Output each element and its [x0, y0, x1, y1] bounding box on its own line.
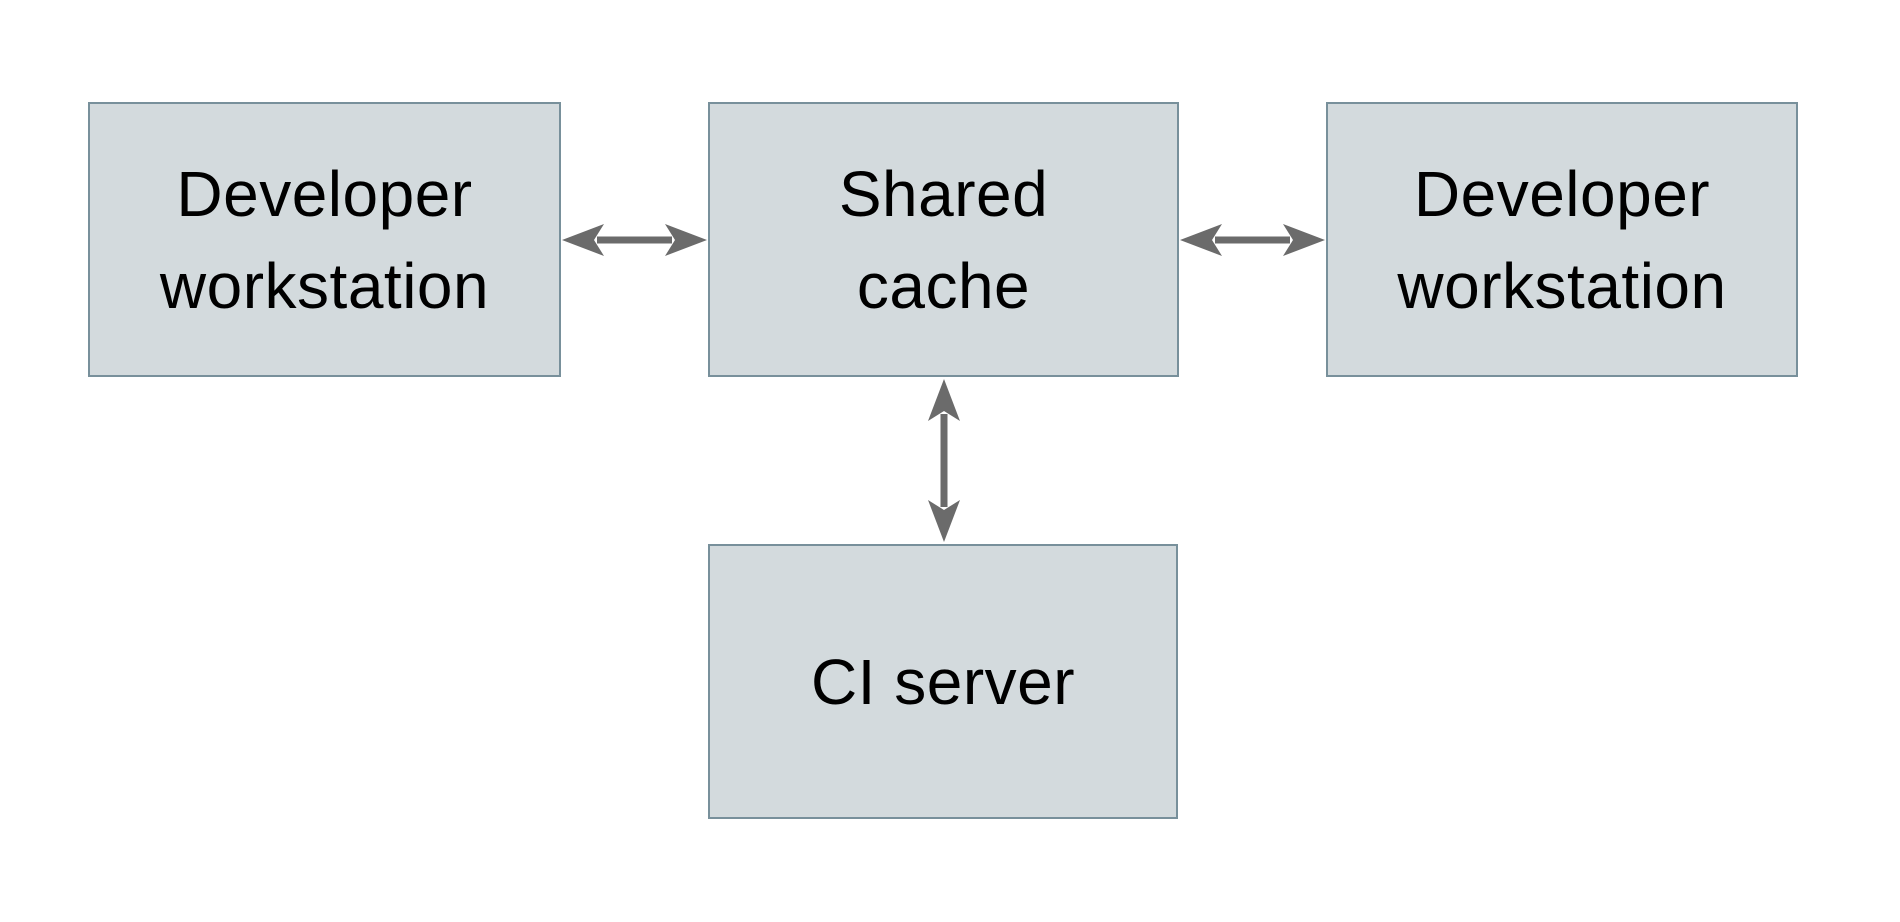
node-label-developer-workstation-left: Developer workstation — [159, 157, 490, 322]
node-developer-workstation-right: Developer workstation — [1326, 102, 1798, 377]
arrowhead-right-icon — [1283, 224, 1325, 256]
arrowhead-left-icon — [1180, 224, 1222, 256]
arrowhead-down-icon — [928, 500, 960, 542]
arrowhead-left-icon — [562, 224, 604, 256]
bidirectional-arrow-cache-right-workstation — [1180, 224, 1325, 256]
node-label-shared-cache: Shared cache — [838, 157, 1049, 322]
bidirectional-arrow-cache-ci-server — [928, 379, 960, 542]
bidirectional-arrow-left-workstation-cache — [562, 224, 707, 256]
node-label-developer-workstation-right: Developer workstation — [1397, 157, 1727, 322]
node-ci-server: CI server — [708, 544, 1178, 819]
node-shared-cache: Shared cache — [708, 102, 1179, 377]
arrowhead-right-icon — [665, 224, 707, 256]
node-label-ci-server: CI server — [810, 645, 1076, 718]
arrowhead-up-icon — [928, 379, 960, 421]
node-developer-workstation-left: Developer workstation — [88, 102, 561, 377]
